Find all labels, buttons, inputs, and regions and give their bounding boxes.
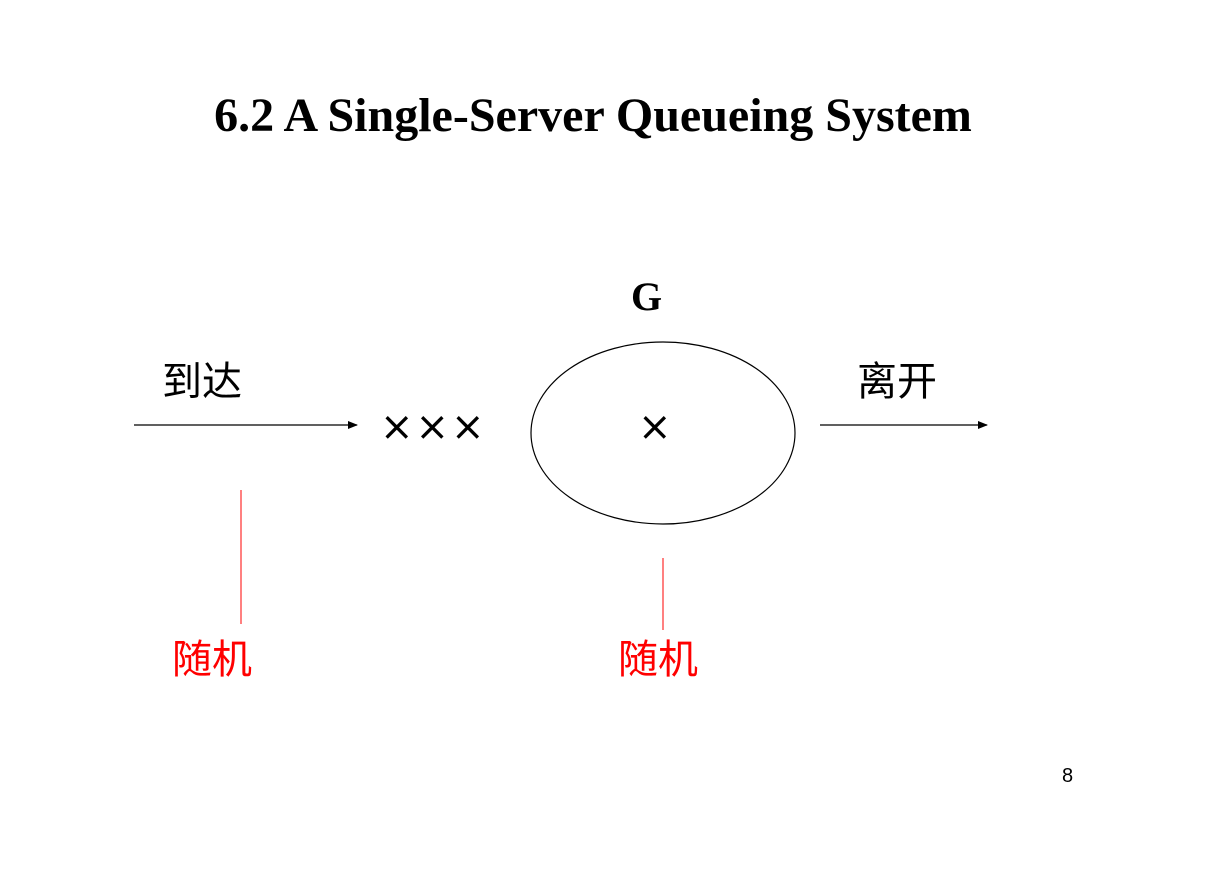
slide-title: 6.2 A Single-Server Queueing System (214, 89, 972, 142)
arrival-random-label: 随机 (172, 637, 252, 683)
page-number: 8 (1062, 765, 1074, 787)
arrival-label: 到达 (162, 359, 242, 405)
departure-label: 离开 (857, 359, 937, 405)
service-random-label: 随机 (618, 637, 698, 683)
queue-customers: ××× (380, 404, 487, 450)
customer-in-service: × (638, 404, 672, 450)
server-label: G (631, 274, 663, 319)
